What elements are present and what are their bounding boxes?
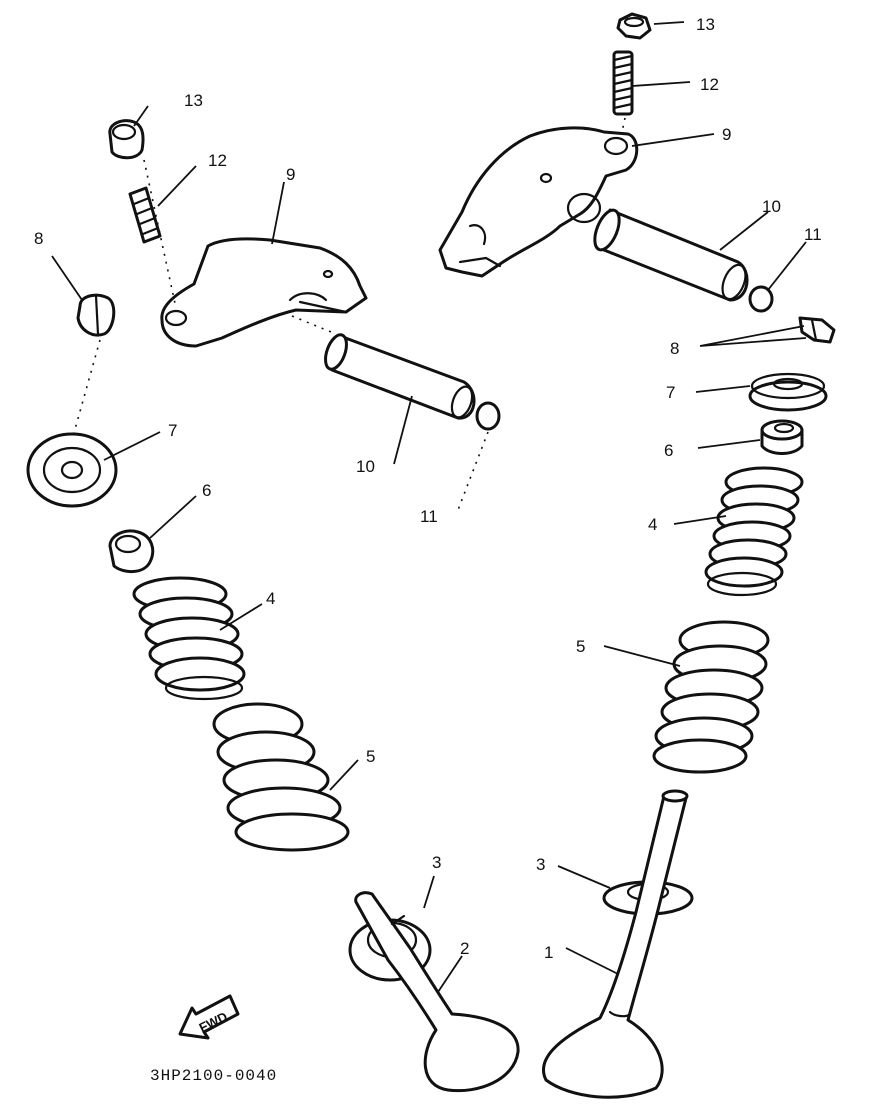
callout-1: 1: [544, 943, 553, 962]
callout-3-right: 3: [536, 855, 545, 874]
callout-5-left: 5: [366, 747, 375, 766]
stud-right: [612, 50, 634, 116]
rocker-arm-left: [160, 237, 368, 348]
forward-arrow: FWD: [178, 994, 240, 1040]
valve-stem-seal-left: [108, 529, 155, 573]
o-ring-left: [475, 401, 501, 431]
callout-12-right: 12: [700, 75, 719, 94]
stud-left: [128, 186, 162, 244]
rocker-shaft-right: [593, 208, 749, 302]
spring-retainer-right: [748, 372, 828, 412]
exhaust-valve: [542, 789, 689, 1099]
callout-10-right: 10: [762, 197, 781, 216]
callout-8-right: 8: [670, 339, 679, 358]
callout-3-left: 3: [432, 853, 441, 872]
callout-12-left: 12: [208, 151, 227, 170]
valve-stem-seal-right: [760, 419, 804, 455]
callout-11-right: 11: [804, 225, 822, 244]
callout-4-right: 4: [648, 515, 657, 534]
callout-6-right: 6: [664, 441, 673, 460]
callout-2: 2: [460, 939, 469, 958]
diagram-code: 3HP2100-0040: [150, 1067, 277, 1085]
callout-7-left: 7: [168, 421, 177, 440]
nut-right: [616, 12, 652, 40]
callout-10-left: 10: [356, 457, 375, 476]
valve-cotter-left: [76, 293, 116, 337]
inner-valve-spring-right: [704, 466, 804, 597]
outer-valve-spring-right: [652, 620, 770, 774]
callout-9-left: 9: [286, 165, 295, 184]
callout-11-left: 11: [420, 507, 438, 526]
valve-cotter-right: [798, 316, 836, 344]
rocker-arm-right: [438, 126, 639, 278]
nut-left: [108, 119, 145, 160]
callout-13-left: 13: [184, 91, 203, 110]
callout-5-right: 5: [576, 637, 585, 656]
callout-4-left: 4: [266, 589, 275, 608]
spring-retainer-left: [26, 432, 118, 508]
callout-7-right: 7: [666, 383, 675, 402]
inner-valve-spring-left: [132, 576, 246, 701]
outer-valve-spring-left: [212, 702, 350, 852]
callout-9-right: 9: [722, 125, 731, 144]
callout-6-left: 6: [202, 481, 211, 500]
rocker-shaft-left: [324, 333, 476, 420]
intake-valve: [354, 891, 520, 1093]
callout-8-left: 8: [34, 229, 43, 248]
callout-13-right: 13: [696, 15, 715, 34]
o-ring-right: [748, 285, 774, 313]
